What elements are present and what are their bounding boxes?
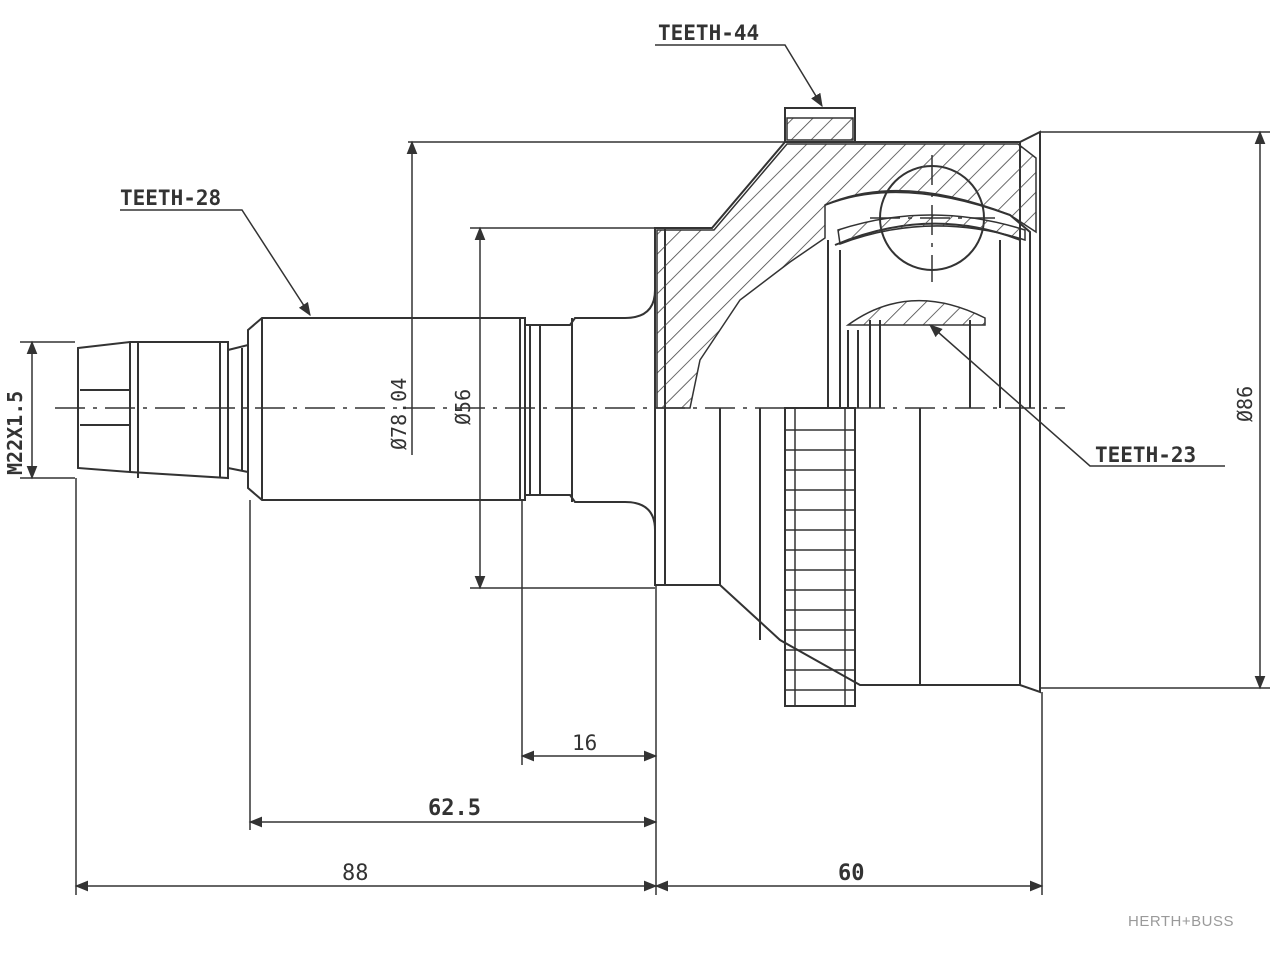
outer-housing [654,130,1041,694]
len-62-5-dimension: 62.5 [428,796,481,821]
hatched-sections [656,117,1037,409]
part-outline [77,107,1041,707]
brand-logo: HERTH+BUSS [1128,913,1234,930]
threaded-tip [77,341,229,480]
teeth-inner-label: TEETH-23 [1095,443,1196,467]
len-16-dimension: 16 [572,731,597,755]
teeth-shaft-label: TEETH-28 [120,186,221,210]
thread-dimension: M22X1.5 [3,391,27,475]
dia-seat-dimension: Ø56 [451,389,475,425]
teeth-hub-label: TEETH-44 [658,21,759,45]
dia-bearing-dimension: Ø78.04 [387,378,411,450]
hub-gear [784,107,856,143]
len-60-dimension: 60 [838,861,865,886]
center-lines [55,155,1065,409]
len-88-dimension: 88 [342,861,369,886]
leader-lines [120,44,1225,467]
dia-outer-dimension: Ø86 [1233,386,1257,422]
dimension-lines [20,130,1270,895]
